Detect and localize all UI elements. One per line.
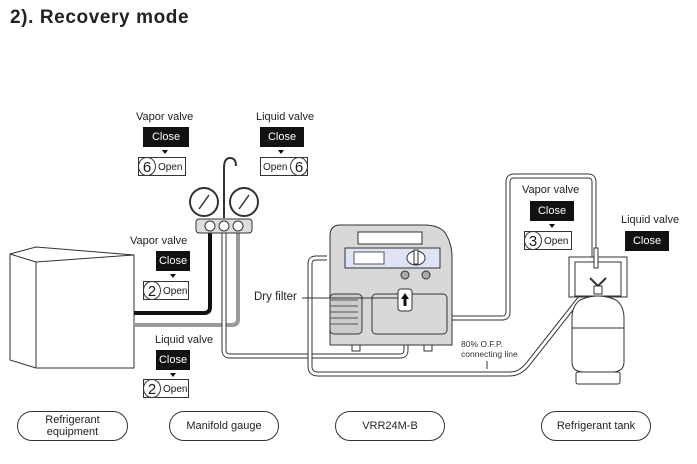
component-label: VRR24M-B xyxy=(362,420,418,432)
refrigerant-tank-illustration xyxy=(568,247,628,385)
equipment-liquid-close-button[interactable]: Close xyxy=(156,350,190,370)
equipment-vapor-open-box[interactable]: 2 Open xyxy=(143,281,189,300)
ofp-label-line1: 80% O.F.P. xyxy=(461,339,503,349)
manifold-gauge-illustration xyxy=(189,156,259,234)
step-number: 2 xyxy=(143,379,161,398)
arrow-down-icon xyxy=(170,274,176,278)
manifold-vapor-close-button[interactable]: Close xyxy=(143,127,189,147)
equipment-liquid-valve-label: Liquid valve xyxy=(155,334,214,346)
manifold-liquid-open-box[interactable]: Open 6 xyxy=(260,157,308,176)
hoses xyxy=(134,173,597,377)
step-number: 2 xyxy=(143,281,161,300)
step-number: 6 xyxy=(138,157,156,176)
equipment-vapor-close-button[interactable]: Close xyxy=(156,251,190,271)
equipment-liquid-open-box[interactable]: 2 Open xyxy=(143,379,189,398)
ofp-label-line2: connecting line xyxy=(461,349,518,359)
tank-liquid-valve-label: Liquid valve xyxy=(621,214,680,226)
recovery-machine-illustration xyxy=(329,224,453,352)
component-label-line1: Refrigerant xyxy=(45,414,100,426)
component-label: Manifold gauge xyxy=(186,420,262,432)
step-number: 3 xyxy=(524,231,542,250)
arrow-down-icon xyxy=(162,150,168,154)
tank-vapor-valve-label: Vapor valve xyxy=(522,184,580,196)
open-label: Open xyxy=(158,162,183,173)
component-manifold-gauge: Manifold gauge xyxy=(169,411,279,441)
manifold-vapor-open-box[interactable]: 6 Open xyxy=(138,157,186,176)
component-label: Refrigerant tank xyxy=(556,420,636,432)
component-refrigerant-tank: Refrigerant tank xyxy=(541,411,651,441)
arrow-down-icon xyxy=(549,224,555,228)
tank-vapor-open-box[interactable]: 3 Open xyxy=(524,231,572,250)
open-label: Open xyxy=(544,236,569,247)
arrow-up-icon xyxy=(401,293,409,306)
tank-vapor-close-button[interactable]: Close xyxy=(530,201,574,221)
open-label: Open xyxy=(163,286,188,297)
manifold-liquid-close-button[interactable]: Close xyxy=(260,127,304,147)
component-vrr24m-b: VRR24M-B xyxy=(335,411,445,441)
tank-liquid-close-button[interactable]: Close xyxy=(625,231,669,251)
dry-filter-label: Dry filter xyxy=(254,291,297,303)
open-label: Open xyxy=(163,384,188,395)
arrow-down-icon xyxy=(170,373,176,377)
manifold-vapor-valve-label: Vapor valve xyxy=(136,111,194,123)
refrigerant-equipment-illustration xyxy=(9,246,135,369)
step-number: 6 xyxy=(290,157,308,176)
equipment-vapor-valve-label: Vapor valve xyxy=(130,235,188,247)
arrow-down-icon xyxy=(278,150,284,154)
manifold-liquid-valve-label: Liquid valve xyxy=(256,111,315,123)
open-label: Open xyxy=(263,162,288,173)
component-label-line2: equipment xyxy=(46,426,99,438)
page-title: 2). Recovery mode xyxy=(10,7,190,28)
